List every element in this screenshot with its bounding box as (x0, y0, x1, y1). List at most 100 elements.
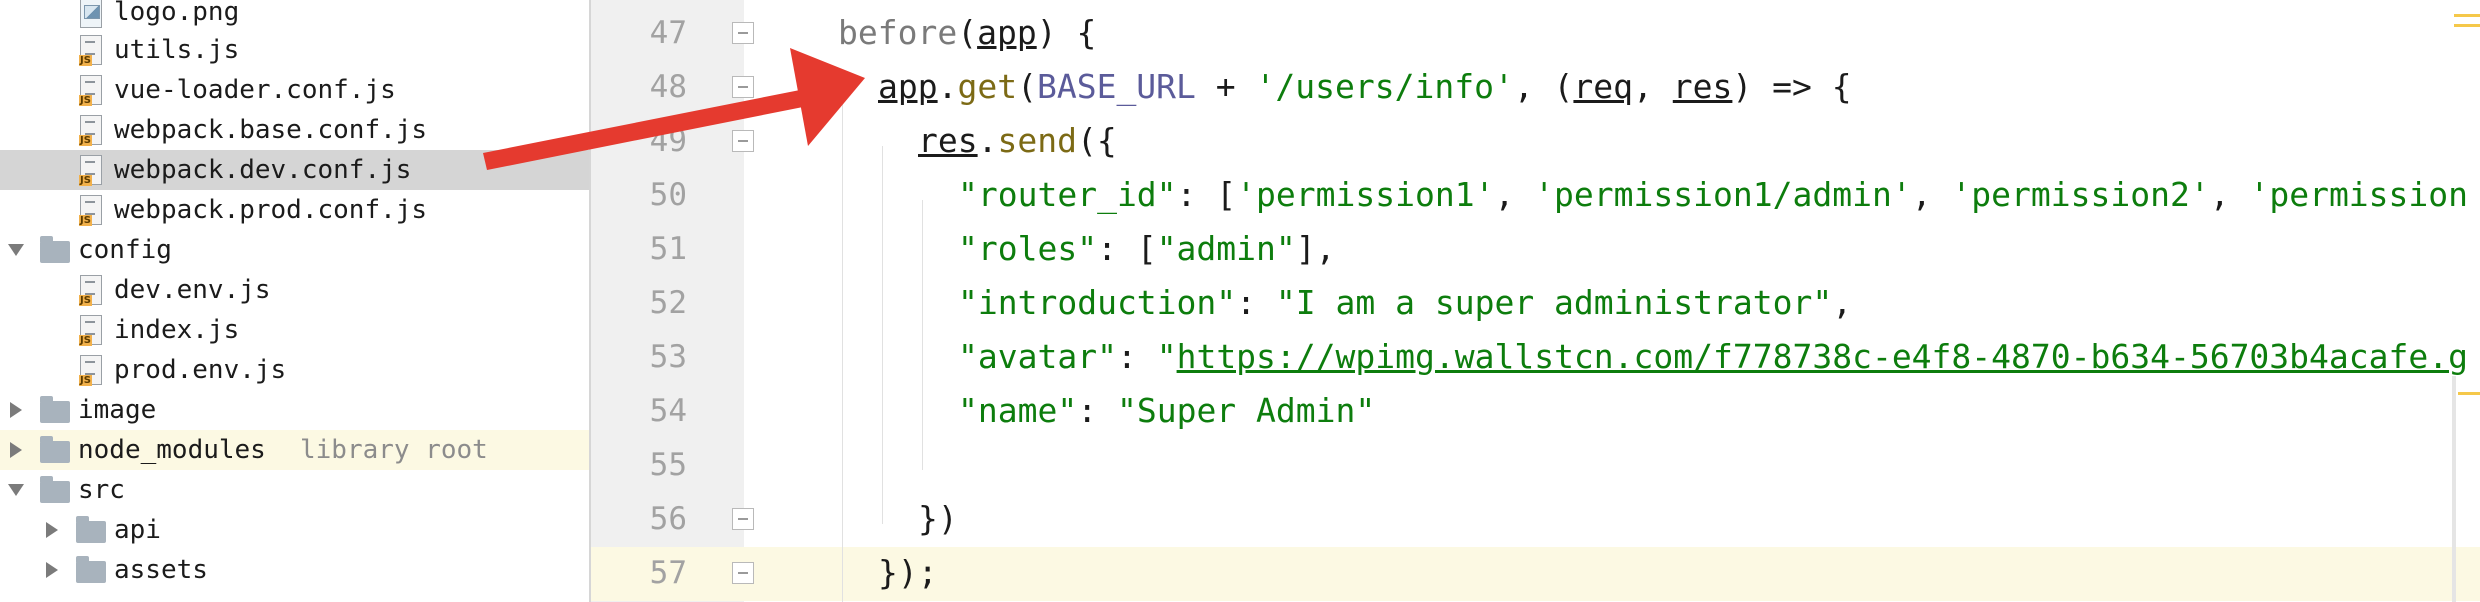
code-line-47[interactable]: before(app) { (838, 6, 1096, 60)
fold-toggle-icon[interactable] (732, 508, 754, 530)
fold-toggle-icon[interactable] (732, 130, 754, 152)
code-token: }); (878, 553, 938, 592)
code-token: " (1156, 337, 1177, 376)
folder-icon (76, 516, 106, 543)
code-token: BASE_URL (1036, 67, 1196, 106)
tree-item-config[interactable]: config (0, 230, 589, 270)
code-line-53[interactable]: "avatar": "https://wpimg.wallstcn.com/f7… (958, 330, 2468, 384)
chevron-right-icon[interactable] (46, 562, 58, 578)
code-token: , ( (1513, 67, 1574, 106)
folder-icon (40, 396, 70, 423)
chevron-right-icon[interactable] (46, 522, 58, 538)
code-token: : (1077, 391, 1117, 430)
indent-guide (882, 146, 883, 524)
code-token: . (977, 121, 998, 160)
tree-item-label: webpack.dev.conf.js (114, 155, 412, 185)
code-token: 'permission1/admin' (1534, 175, 1912, 214)
code-line-57[interactable]: }); (878, 546, 938, 600)
tree-item-logo-png[interactable]: logo.png (0, 0, 589, 32)
code-token: app (977, 13, 1037, 52)
tree-item-dev-env-js[interactable]: JS dev.env.js (0, 270, 589, 310)
code-token: + (1195, 67, 1256, 106)
code-token: }) (918, 499, 958, 538)
code-token: ], (1295, 229, 1336, 268)
code-token: app (878, 67, 938, 106)
code-line-56[interactable]: }) (918, 492, 958, 546)
tree-item-webpack-prod-conf-js[interactable]: JS webpack.prod.conf.js (0, 190, 589, 230)
tree-item-index-js[interactable]: JS index.js (0, 310, 589, 350)
code-token: ( (1017, 67, 1037, 106)
tree-item-node-modules[interactable]: node_modules library root (0, 430, 589, 470)
code-token: : (1236, 283, 1276, 322)
code-line-48[interactable]: app.get(BASE_URL + '/users/info', (req, … (878, 60, 1852, 114)
code-line-51[interactable]: "roles": ["admin"], (958, 222, 1336, 276)
code-token: : [ (1176, 175, 1237, 214)
line-number: 52 (649, 285, 687, 321)
tree-item-label: utils.js (114, 35, 240, 65)
js-file-icon: JS (79, 195, 102, 226)
scrollbar-track[interactable] (2452, 376, 2456, 602)
js-file-icon: JS (79, 75, 102, 106)
js-file-icon: JS (79, 315, 102, 346)
avatar-url-link[interactable]: https://wpimg.wallstcn.com/f778738c-e4f8… (1176, 337, 2468, 376)
code-token: res (1672, 67, 1733, 106)
scroll-marker[interactable] (2458, 392, 2480, 395)
fold-toggle-icon[interactable] (732, 22, 754, 44)
chevron-right-icon[interactable] (10, 442, 22, 458)
code-line-49[interactable]: res.send({ (918, 114, 1117, 168)
line-number: 56 (649, 501, 687, 537)
code-token: , (1832, 283, 1853, 322)
chevron-down-icon[interactable] (8, 244, 24, 256)
fold-toggle-icon[interactable] (732, 562, 754, 584)
line-number: 51 (649, 231, 687, 267)
code-token: get (957, 67, 1018, 106)
code-token: "router_id" (958, 175, 1177, 214)
png-file-icon (80, 0, 102, 28)
chevron-right-icon[interactable] (10, 402, 22, 418)
code-token: : (1116, 337, 1157, 376)
tree-item-src[interactable]: src (0, 470, 589, 510)
code-line-54[interactable]: "name": "Super Admin" (958, 384, 1375, 438)
code-token: : [ (1097, 229, 1157, 268)
tree-item-label: dev.env.js (114, 275, 271, 305)
tree-item-vue-loader-conf-js[interactable]: JS vue-loader.conf.js (0, 70, 589, 110)
folder-icon (40, 476, 70, 503)
tree-item-webpack-dev-conf-js[interactable]: JS webpack.dev.conf.js (0, 150, 589, 190)
tree-item-label: prod.env.js (114, 355, 287, 385)
line-number: 50 (649, 177, 687, 213)
scroll-marker[interactable] (2454, 14, 2480, 17)
code-token: "Super Admin" (1116, 391, 1376, 430)
line-number: 48 (649, 69, 687, 105)
code-line-52[interactable]: "introduction": "I am a super administra… (958, 276, 1852, 330)
line-number: 57 (649, 555, 687, 591)
line-number: 54 (649, 393, 687, 429)
tree-item-api[interactable]: api (0, 510, 589, 550)
scroll-marker[interactable] (2454, 24, 2480, 27)
tree-item-prod-env-js[interactable]: JS prod.env.js (0, 350, 589, 390)
tree-item-image[interactable]: image (0, 390, 589, 430)
fold-toggle-icon[interactable] (732, 76, 754, 98)
code-token: req (1573, 67, 1634, 106)
tree-item-webpack-base-conf-js[interactable]: JS webpack.base.conf.js (0, 110, 589, 150)
tree-item-label: image (78, 395, 157, 425)
code-token: , (1633, 67, 1673, 106)
tree-item-utils-js[interactable]: JS utils.js (0, 30, 589, 70)
indent-guide (842, 92, 843, 602)
code-token: "avatar" (958, 337, 1117, 376)
panel-divider[interactable] (589, 0, 591, 602)
folder-icon (76, 556, 106, 583)
code-token: 'permission (2249, 175, 2469, 214)
line-number: 53 (649, 339, 687, 375)
code-token: , (1494, 175, 1535, 214)
chevron-down-icon[interactable] (8, 484, 24, 496)
code-line-50[interactable]: "router_id": ['permission1', 'permission… (958, 168, 2468, 222)
tree-item-label: vue-loader.conf.js (114, 75, 396, 105)
tree-item-label: index.js (114, 315, 240, 345)
js-file-icon: JS (79, 115, 102, 146)
code-token: ) { (1036, 13, 1097, 52)
code-token: "name" (958, 391, 1078, 430)
tree-item-assets[interactable]: assets (0, 550, 589, 590)
code-token: "introduction" (958, 283, 1237, 322)
indent-guide (922, 200, 923, 470)
